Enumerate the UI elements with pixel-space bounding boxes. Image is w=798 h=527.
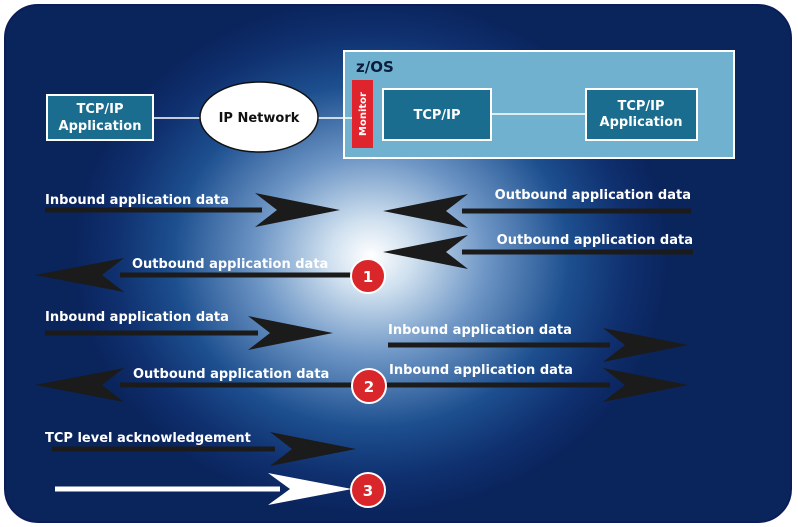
arrow-outbound-1 <box>383 194 691 228</box>
step-badge-3-label: 3 <box>363 482 373 500</box>
label-inbound-4: Inbound application data <box>389 363 573 378</box>
ip-network-label: IP Network <box>219 111 300 126</box>
arrow-outbound-3 <box>35 258 352 292</box>
ip-network-cloud <box>199 81 319 153</box>
monitor-bar <box>352 80 373 148</box>
client-app-label-1: TCP/IP <box>76 102 123 117</box>
client-app-label-2: Application <box>59 119 142 134</box>
step-badge-2: 2 <box>351 368 387 404</box>
monitor-label: Monitor <box>358 92 369 136</box>
arrow-inbound-3 <box>388 328 688 362</box>
zos-tcpip-label: TCP/IP <box>413 108 460 123</box>
arrow-outbound-2 <box>383 235 693 269</box>
arrow-inbound-1 <box>45 193 340 227</box>
label-outbound-1: Outbound application data <box>495 188 691 203</box>
arrow-inbound-4 <box>386 368 688 402</box>
arrow-inbound-2 <box>45 316 333 350</box>
arrow-white <box>55 473 352 505</box>
arrow-tcp-ack <box>52 432 356 466</box>
zos-app-label-2: Application <box>600 115 683 130</box>
zos-label: z/OS <box>356 58 394 76</box>
label-outbound-2: Outbound application data <box>497 233 693 248</box>
label-outbound-3: Outbound application data <box>132 257 328 272</box>
step-badge-1-label: 1 <box>363 268 373 286</box>
step-badge-2-label: 2 <box>364 378 374 396</box>
arrow-outbound-4 <box>35 368 355 402</box>
zos-app-box <box>585 88 698 141</box>
label-inbound-3: Inbound application data <box>388 323 572 338</box>
label-tcp-ack: TCP level acknowledgement <box>45 431 251 446</box>
step-badge-1: 1 <box>350 258 386 294</box>
label-inbound-2: Inbound application data <box>45 310 229 325</box>
label-outbound-4: Outbound application data <box>133 367 329 382</box>
zos-app-label-1: TCP/IP <box>617 99 664 114</box>
step-badge-3: 3 <box>350 472 386 508</box>
label-inbound-1: Inbound application data <box>45 193 229 208</box>
client-app-box <box>46 94 154 141</box>
